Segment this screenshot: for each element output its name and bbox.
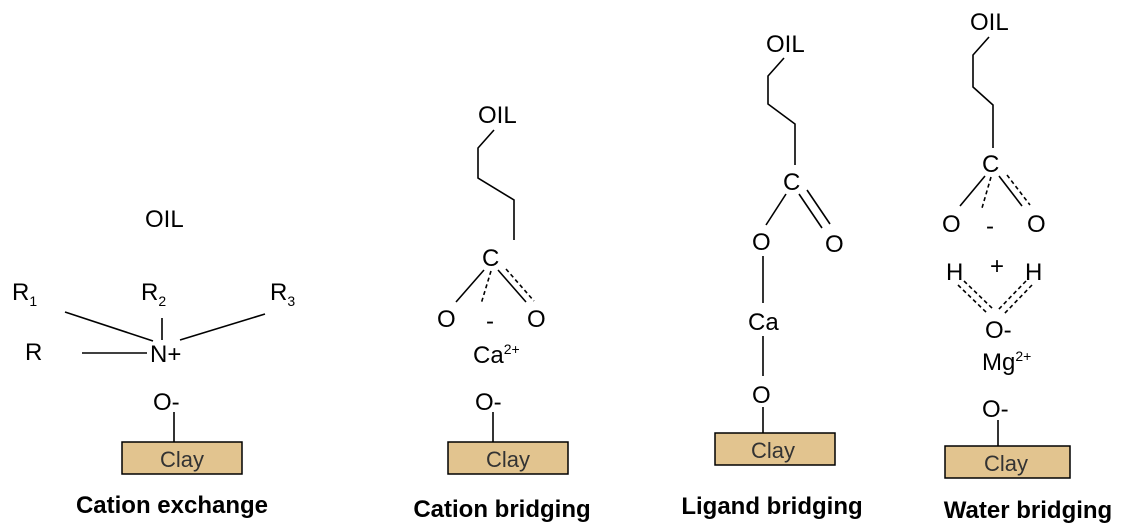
bond-r1-n	[64, 311, 154, 342]
panel-ligand-bridging: OIL C O O Ca O Clay Ligand bridging	[681, 31, 862, 520]
r-label: R	[25, 339, 42, 366]
cation-label: Ca2+	[473, 341, 520, 369]
bond-c-o-left	[959, 175, 986, 207]
o-minus-label: O-	[153, 389, 180, 416]
dash-h-right-o-1	[1003, 284, 1033, 315]
oil-label: OIL	[766, 31, 805, 58]
plus-label: +	[990, 253, 1004, 280]
bond-c-o-left	[455, 269, 485, 303]
dash-c-o-right	[505, 268, 535, 302]
clay-box	[121, 441, 243, 475]
dash-c-o-right	[1006, 174, 1031, 206]
caption-ligand-bridging: Ligand bridging	[681, 493, 862, 520]
oil-label: OIL	[970, 9, 1009, 36]
bond-c-o-right	[998, 175, 1023, 207]
clay-label: Clay	[751, 438, 795, 463]
oil-label: OIL	[145, 206, 184, 233]
panel-water-bridging: OIL C O - O H + H O- Mg2+ O- Clay Water …	[942, 9, 1112, 524]
clay-box	[447, 441, 569, 475]
clay-box	[714, 432, 836, 466]
r2-label: R2	[141, 279, 166, 309]
caption-cation-bridging: Cation bridging	[413, 496, 590, 523]
bond-c-o-left	[765, 193, 787, 226]
minus-label: -	[986, 213, 994, 240]
dash-h-left-o-1	[957, 284, 989, 315]
c-label: C	[482, 245, 499, 272]
clay-label: Clay	[984, 451, 1028, 476]
clay-label: Clay	[486, 447, 530, 472]
c-label: C	[982, 151, 999, 178]
panel-cation-exchange: OIL R1 R2 R3 R N+ O- Clay Cation exchang…	[12, 206, 295, 519]
h-right-label: H	[1025, 259, 1042, 286]
o-left-label: O	[752, 229, 771, 256]
bond-c-o-right	[497, 269, 527, 303]
o-minus-label: O-	[475, 389, 502, 416]
clay-label: Clay	[160, 447, 204, 472]
o-left-label: O	[942, 211, 961, 238]
clay-box	[944, 445, 1071, 479]
oil-label: OIL	[478, 102, 517, 129]
o-right-label: O	[1027, 211, 1046, 238]
alkyl-chain	[972, 36, 994, 148]
dash-c-o-left	[981, 176, 992, 209]
bond-r3-n	[179, 313, 266, 341]
ca-label: Ca	[748, 309, 779, 336]
o-label: O	[752, 382, 771, 409]
o-right-label: O	[825, 231, 844, 258]
o-water-label: O-	[985, 317, 1012, 344]
c-label: C	[783, 169, 800, 196]
h-left-label: H	[946, 259, 963, 286]
alkyl-chain	[767, 57, 796, 165]
bond-c-o-right-2	[806, 189, 831, 225]
alkyl-chain	[477, 129, 515, 240]
caption-cation-exchange: Cation exchange	[76, 492, 268, 519]
bond-c-o-right-1	[798, 193, 823, 229]
panel-cation-bridging: OIL C O - O Ca2+ O- Clay Cation bridging	[413, 102, 590, 523]
o-left-label: O	[437, 306, 456, 333]
minus-label: -	[486, 308, 494, 335]
cation-label: Mg2+	[982, 348, 1031, 376]
o-minus-label: O-	[982, 396, 1009, 423]
r1-label: R1	[12, 279, 37, 309]
o-right-label: O	[527, 306, 546, 333]
caption-water-bridging: Water bridging	[944, 497, 1112, 524]
r3-label: R3	[270, 279, 295, 309]
dash-c-o-left	[480, 270, 492, 305]
n-plus-label: N+	[150, 341, 181, 368]
